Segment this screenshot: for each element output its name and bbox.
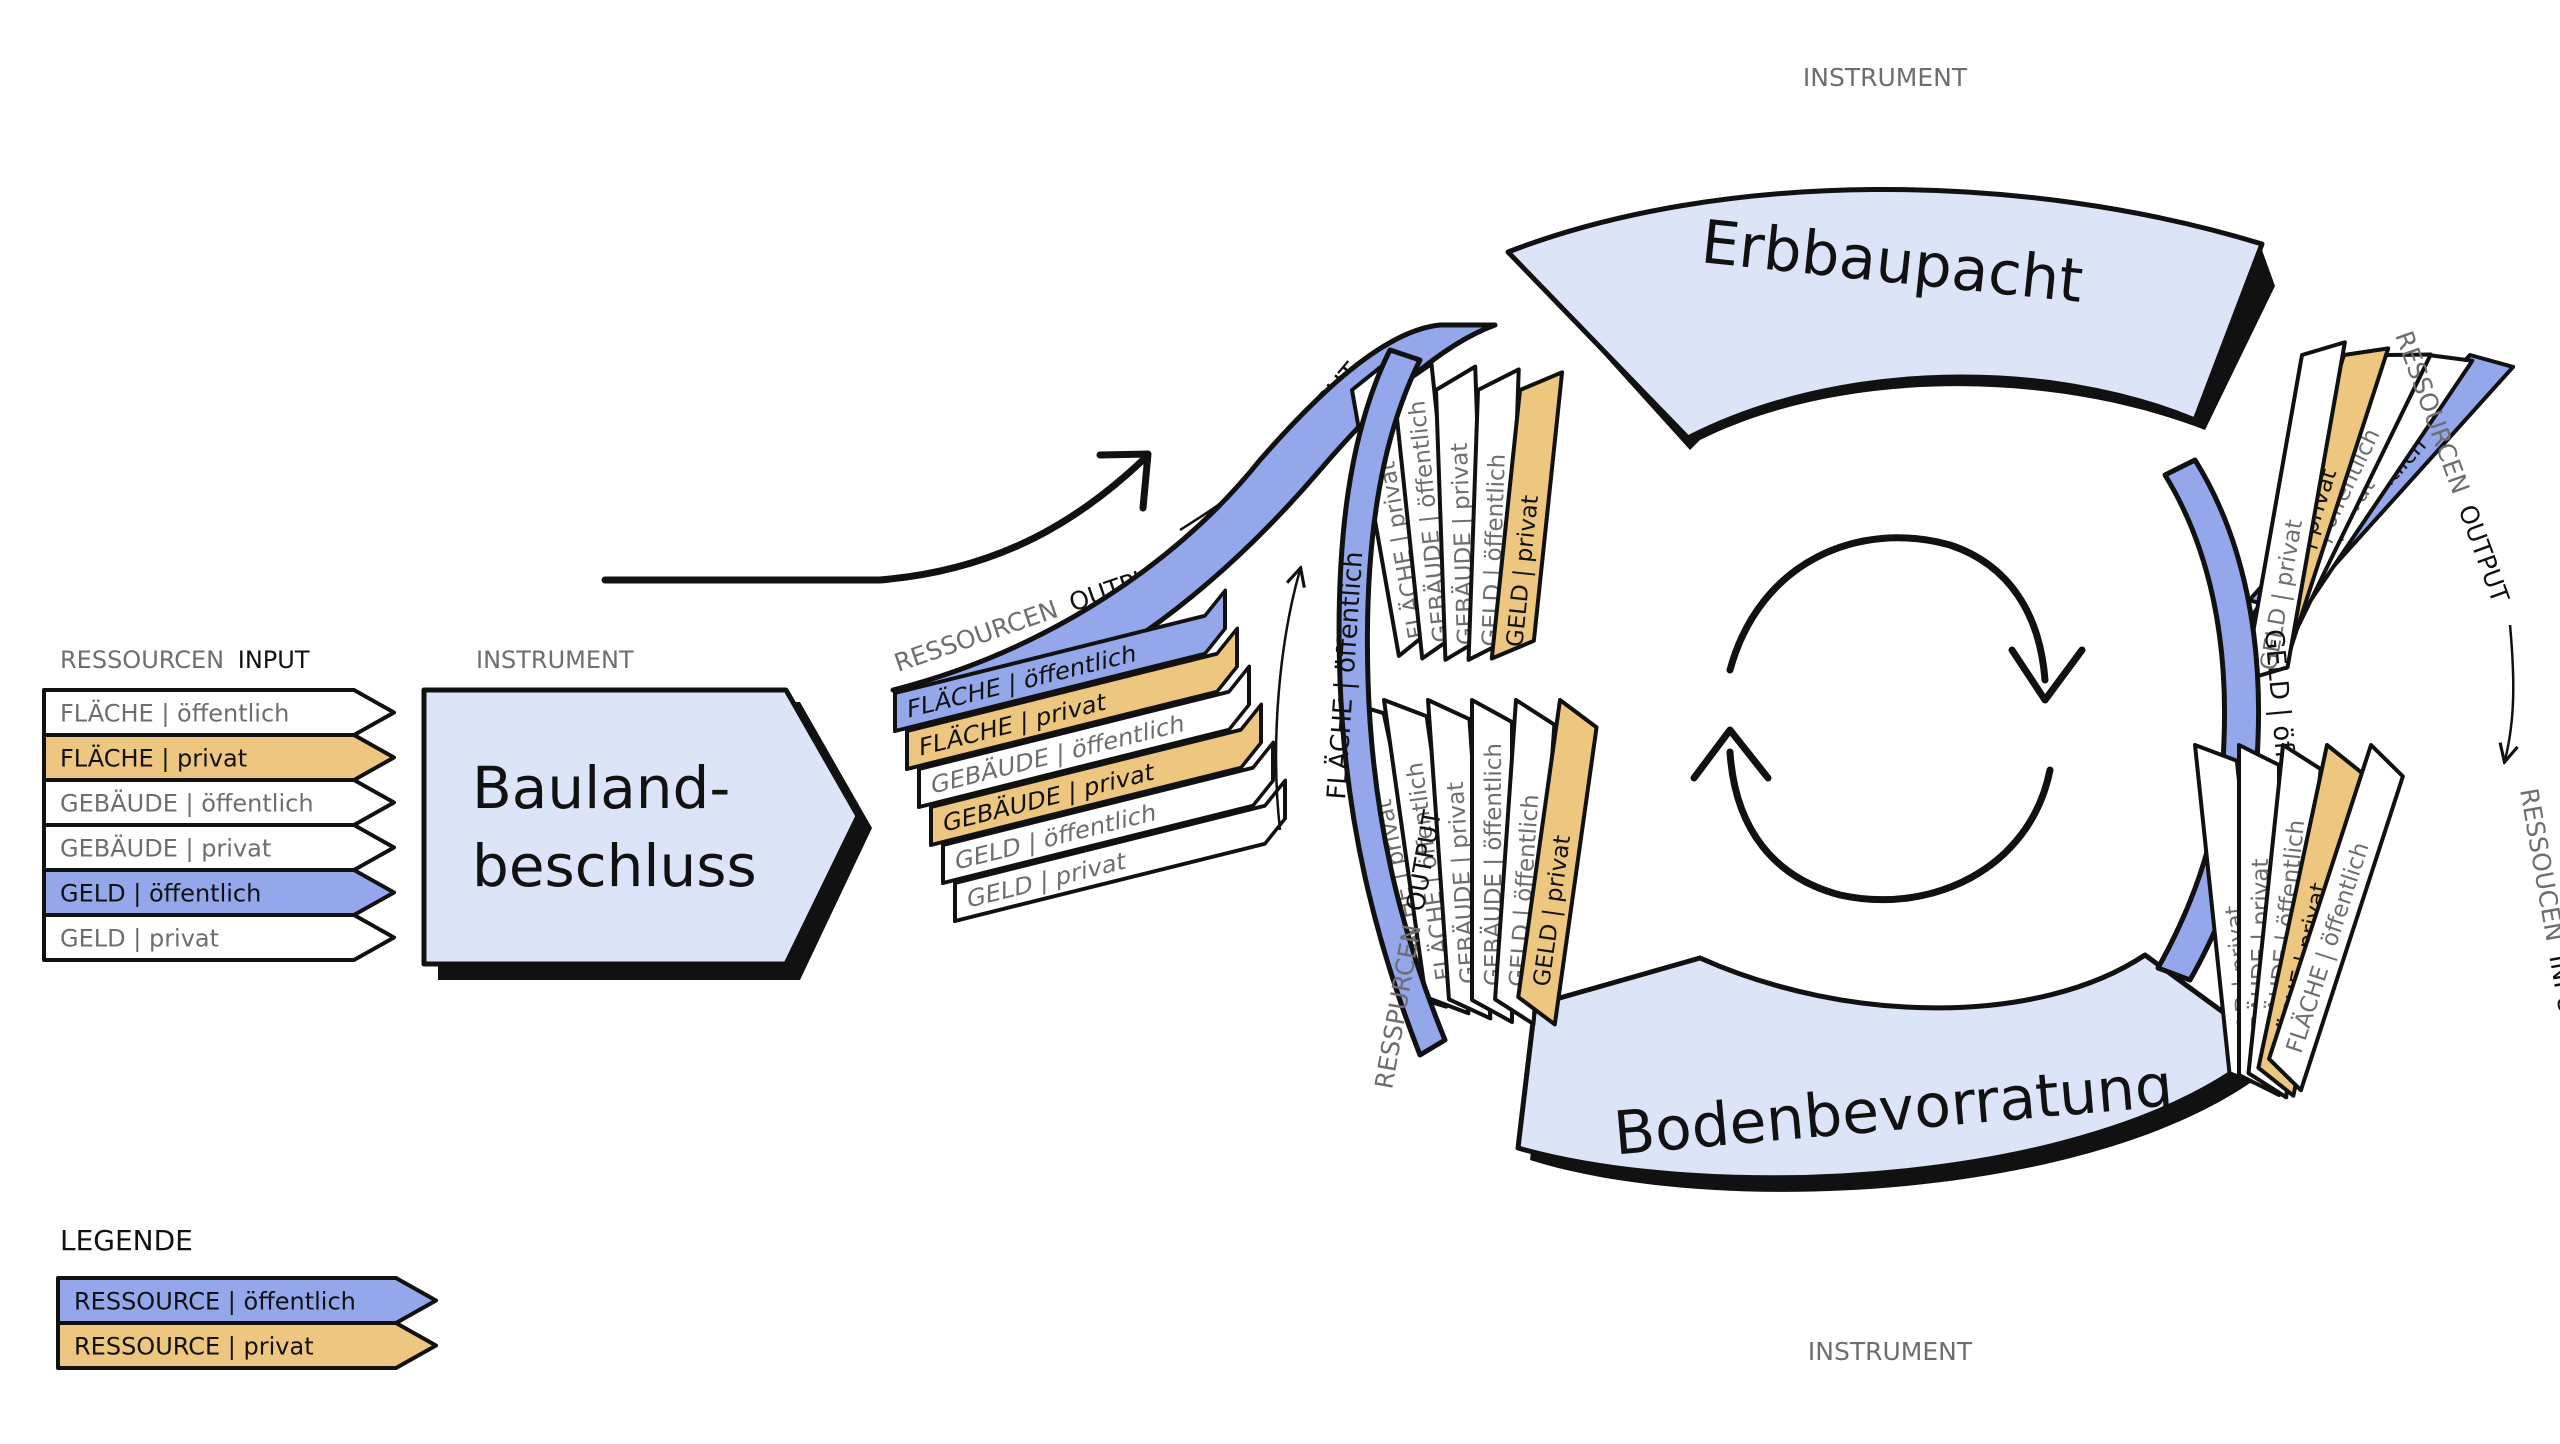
input-resource-label: FLÄCHE | öffentlich <box>60 699 289 728</box>
input-header: RESSOURCEN INPUT <box>60 646 310 674</box>
input-resource-label: GEBÄUDE | öffentlich <box>60 789 314 818</box>
legend-label: RESSOURCE | öffentlich <box>74 1288 356 1316</box>
cycle-arrows-icon <box>1690 534 2086 904</box>
input-resource-item: GEBÄUDE | privat <box>42 823 396 872</box>
erbbaupacht-instrument: Erbbaupacht <box>1505 187 2275 450</box>
legend-item: RESSOURCE | öffentlich <box>56 1276 438 1325</box>
bauland-instrument-shape: Bauland- beschluss <box>421 687 872 980</box>
bauland-title-line1: Bauland- <box>472 754 730 822</box>
erbbaupacht-instrument-label: INSTRUMENT <box>1803 63 1968 92</box>
input-resource-label: GEBÄUDE | privat <box>60 834 271 863</box>
input-resource-item: FLÄCHE | privat <box>42 733 396 782</box>
main-flow-arrow <box>601 454 1149 584</box>
output-resource-item: FLÄCHE | öffentlich <box>893 588 1227 734</box>
legend-item: RESSOURCE | privat <box>56 1321 438 1370</box>
bauland-instrument-label: INSTRUMENT <box>476 646 634 674</box>
legend-label: RESSOURCE | privat <box>74 1333 314 1361</box>
bodenbevorratung-instrument-label: INSTRUMENT <box>1808 1337 1973 1366</box>
left-output-arrow <box>1274 570 1300 831</box>
input-resource-item: GELD | öffentlich <box>42 868 396 917</box>
input-resource-item: GELD | privat <box>42 913 396 962</box>
input-resource-item: FLÄCHE | öffentlich <box>42 688 396 737</box>
input-resource-label: GELD | öffentlich <box>60 880 261 908</box>
right-output-arrow <box>2505 624 2513 760</box>
left-upper-resource-item: GELD | privat <box>1489 370 1565 661</box>
right-input-label: RESSOUCEN INPUT <box>2514 786 2560 1032</box>
bauland-title-line2: beschluss <box>472 832 757 900</box>
main-flow-arrowhead <box>1096 450 1152 512</box>
output-public-ribbon <box>890 322 1498 728</box>
input-resource-label: GELD | privat <box>60 925 219 953</box>
legend-title: LEGENDE <box>60 1224 193 1257</box>
left-public-band: FLÄCHE | öffentlich <box>1320 347 1448 1058</box>
bodenbevorratung-instrument: Bodenbevorratung <box>1515 952 2280 1192</box>
input-resource-item: GEBÄUDE | öffentlich <box>42 778 396 827</box>
input-resource-label: FLÄCHE | privat <box>60 744 247 773</box>
